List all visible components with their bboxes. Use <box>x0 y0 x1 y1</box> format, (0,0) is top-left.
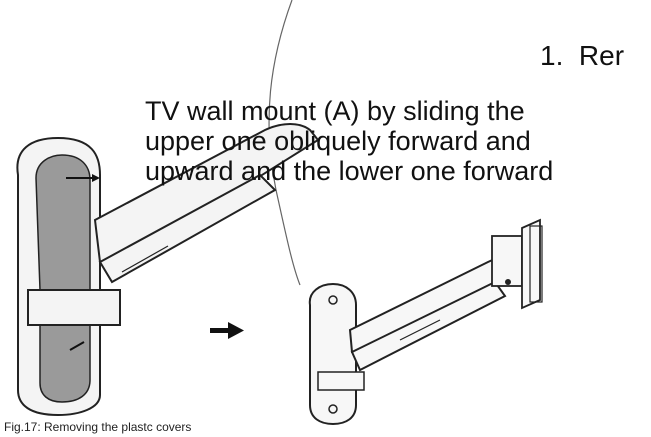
instruction-text: TV wall mount (A) by sliding the upper o… <box>145 96 553 186</box>
wall-mount-without-covers-drawing <box>308 218 543 426</box>
step-text-fragment: Rer <box>578 40 625 71</box>
step-number: 1. Rer <box>540 40 624 72</box>
step-number-label: 1. <box>540 40 564 71</box>
instruction-line-1: TV wall mount (A) by sliding the <box>145 96 525 126</box>
figure-caption: Fig.17: Removing the plastc covers <box>4 420 192 434</box>
arrow-right-icon <box>210 322 244 339</box>
instruction-line-3: upward and the lower one forward <box>145 156 554 186</box>
wall-mount-with-covers-drawing <box>16 123 320 417</box>
instruction-line-2: upper one obliquely forward and <box>145 126 531 156</box>
sketch-curve <box>268 0 301 286</box>
